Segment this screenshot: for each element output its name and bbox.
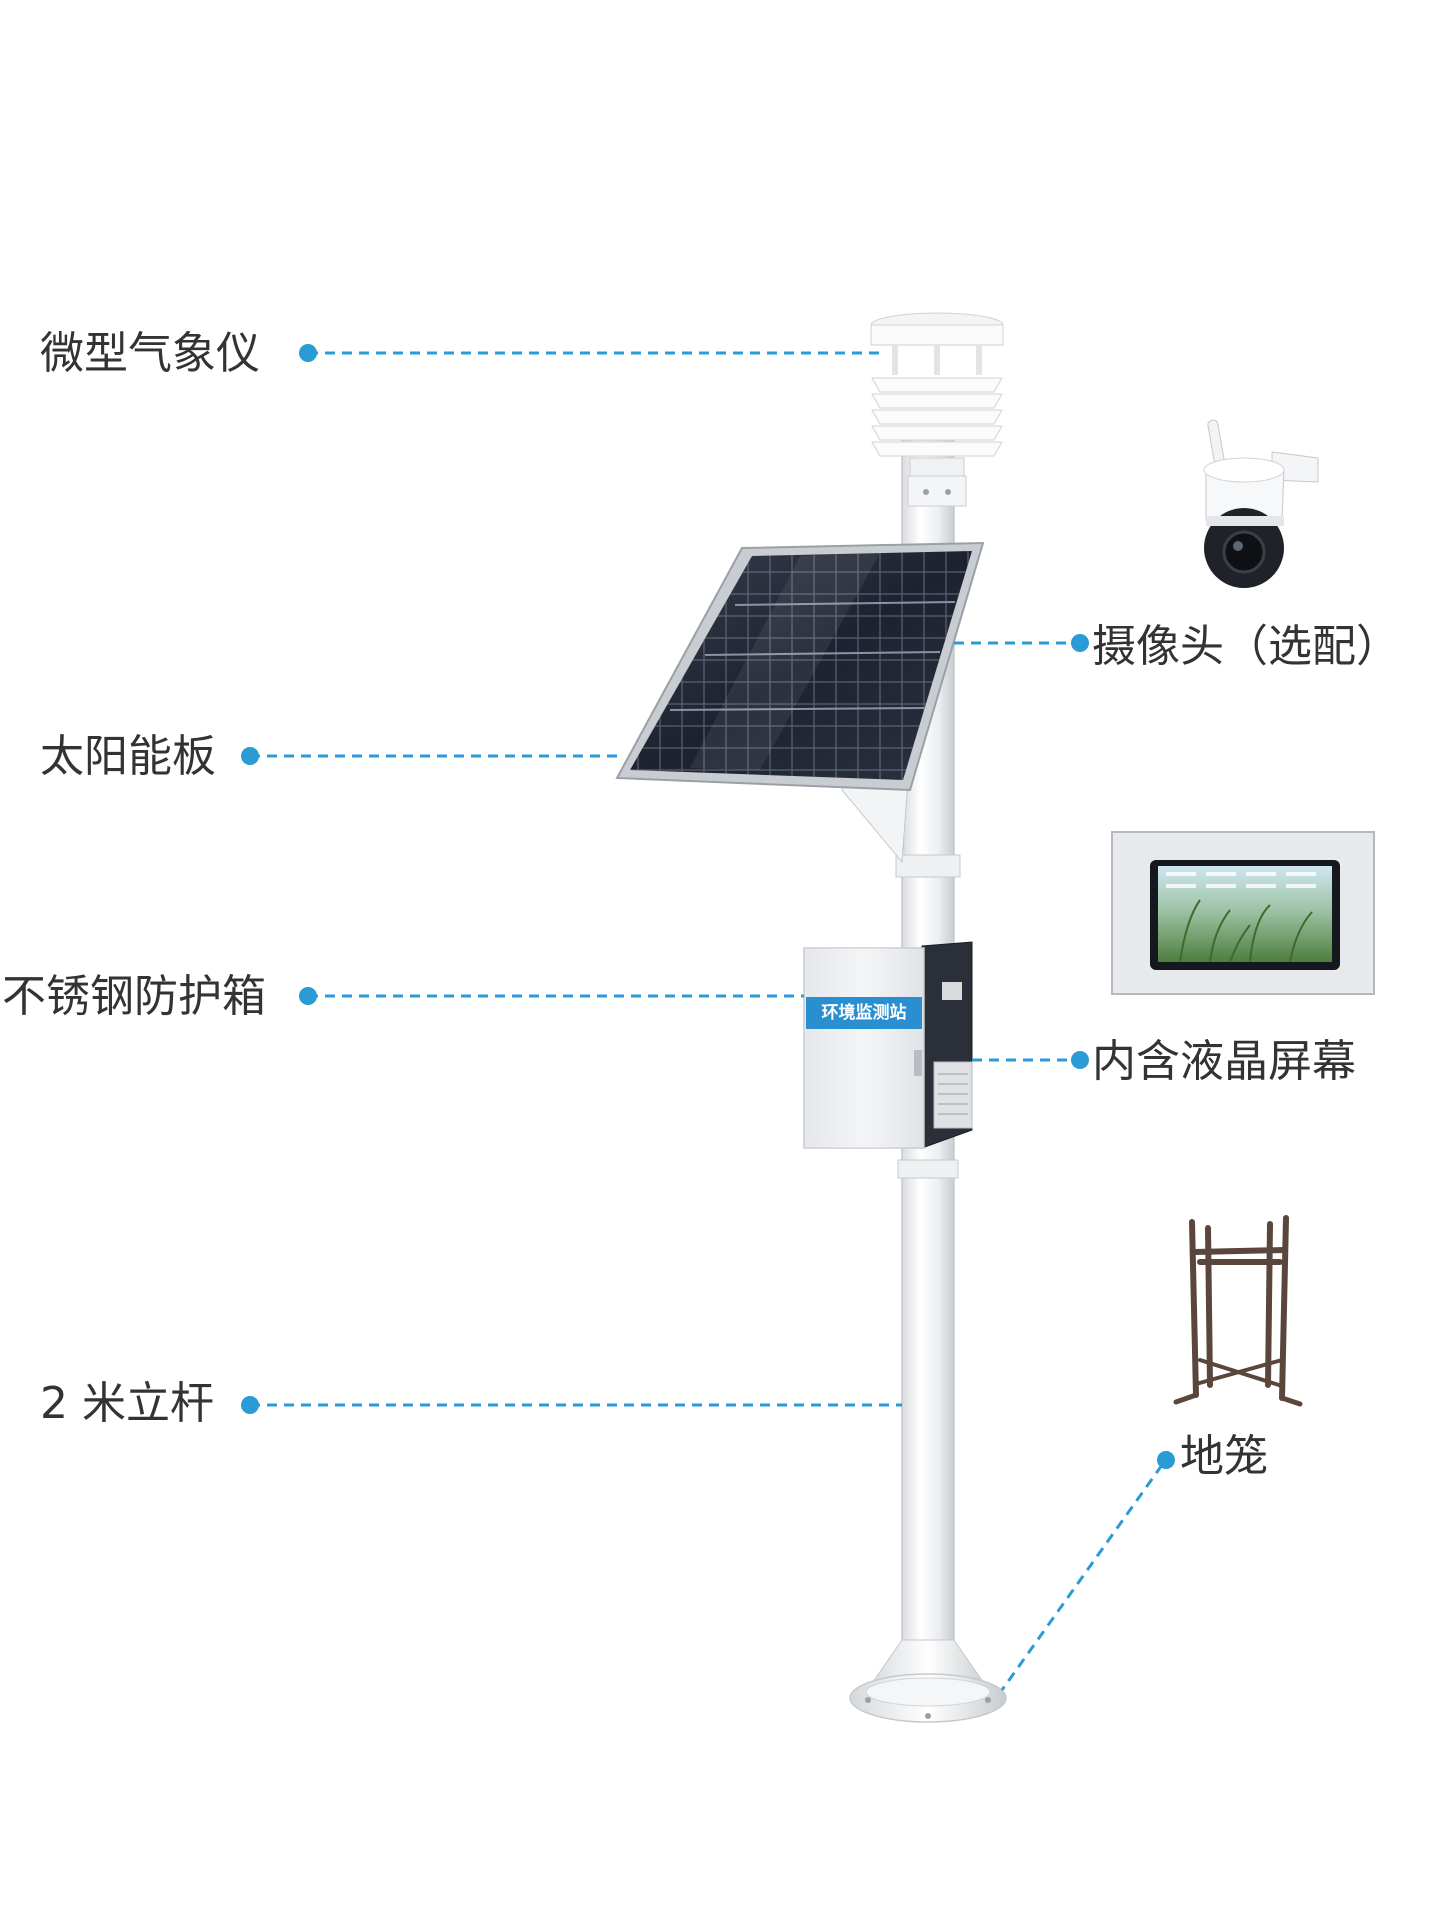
ground-cage-icon [1173,1215,1303,1407]
solar-panel-icon [615,541,985,864]
leader-dot-lcd [1071,1051,1089,1069]
leader-dot-box [299,987,317,1005]
label-weather-station: 微型气象仪 [40,328,260,379]
weather-station-icon [870,312,1004,507]
label-ground-cage: 地笼 [1180,1431,1268,1482]
leader-dot-cage [1157,1451,1175,1469]
leader-lines [250,351,1164,1691]
label-stainless-box: 不锈钢防护箱 [2,971,266,1022]
leader-dot-solar [241,747,259,765]
leader-dots [241,344,1175,1469]
label-solar-panel: 太阳能板 [40,731,216,782]
label-lcd-screen: 内含液晶屏幕 [1092,1036,1356,1087]
label-camera: 摄像头（选配） [1092,621,1400,672]
leader-dot-weather [299,344,317,362]
camera-icon [1203,419,1319,588]
leader-line-cage [1000,1464,1164,1691]
box-plate-label: 环境监测站 [821,1003,907,1023]
lcd-screen-icon [1111,831,1375,995]
leader-dot-pole [241,1396,259,1414]
stainless-box-icon [803,941,973,1149]
label-pole: 2 米立杆 [40,1378,214,1429]
leader-dot-camera [1071,634,1089,652]
